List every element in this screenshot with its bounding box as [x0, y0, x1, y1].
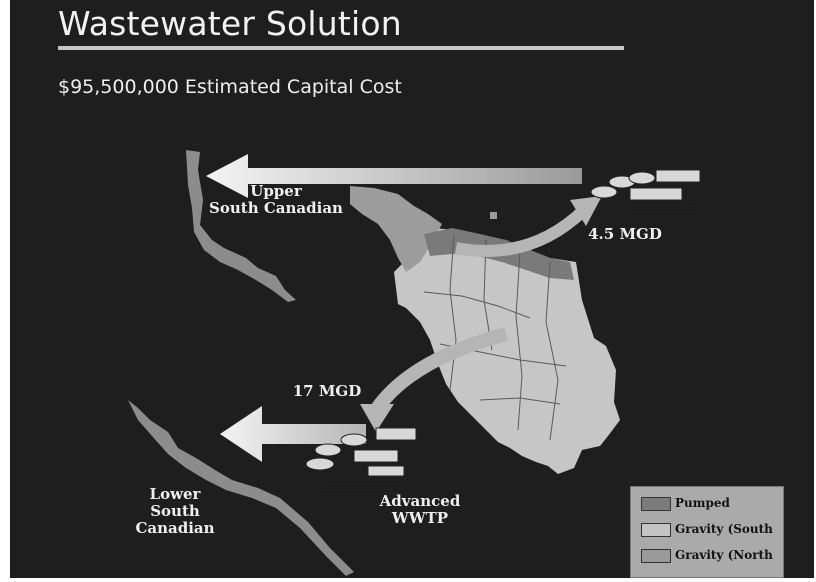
legend-label-gravity-north: Gravity (North	[675, 548, 773, 562]
small-parcel	[490, 212, 497, 219]
title-underline	[58, 46, 624, 50]
lower-river-label: Lower South Canadian	[135, 485, 215, 537]
curve-arrow-upper	[454, 205, 589, 257]
upper-plant	[590, 169, 701, 213]
lower-flow-arrow	[220, 406, 366, 462]
upper-flow-arrow	[206, 154, 582, 198]
slide-title: Wastewater Solution	[58, 4, 402, 43]
legend-swatch-gravity-south	[641, 523, 671, 537]
north-area	[350, 186, 442, 272]
slide: Wastewater Solution $95,500,000 Estimate…	[10, 0, 814, 578]
service-area-map	[128, 150, 701, 576]
legend-label-pumped: Pumped	[675, 496, 730, 510]
legend-swatch-gravity-north	[641, 549, 671, 563]
wwtp-label: Advanced WWTP	[379, 492, 461, 527]
flow-label-lower: 17 MGD	[292, 382, 362, 400]
slide-subtitle: $95,500,000 Estimated Capital Cost	[58, 76, 402, 98]
service-area	[394, 228, 620, 474]
lower-river	[128, 400, 354, 576]
legend: Pumped Gravity (South Gravity (North	[630, 486, 784, 578]
upper-river-label: Upper South Canadian	[209, 182, 343, 217]
flow-label-upper: 4.5 MGD	[588, 225, 662, 243]
upper-river	[186, 150, 296, 302]
lower-plant	[305, 427, 417, 491]
curve-arrow-lower	[370, 327, 508, 415]
legend-label-gravity-south: Gravity (South	[675, 522, 773, 536]
legend-swatch-pumped	[641, 497, 671, 511]
